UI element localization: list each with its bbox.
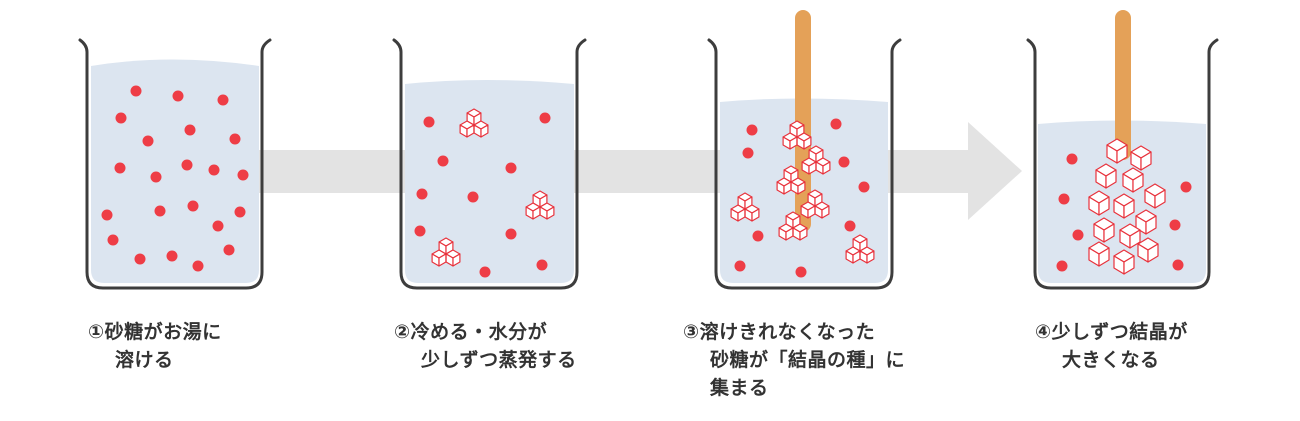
sugar-particles-4 xyxy=(1056,153,1192,272)
step-1-line-1: ①砂糖がお湯に xyxy=(88,321,222,343)
beaker-1 xyxy=(78,38,272,290)
sugar-particles-2 xyxy=(414,112,551,278)
step-4-caption: ④少しずつ結晶が 大きくなる xyxy=(1035,318,1188,374)
beaker-outline-3 xyxy=(707,38,902,290)
process-arrow xyxy=(245,122,1022,220)
wooden-stick-3 xyxy=(795,10,811,232)
beaker-outline-4 xyxy=(1026,38,1219,290)
beaker-4 xyxy=(1026,10,1219,290)
step-3-line-3: 集まる xyxy=(710,377,769,399)
beaker-3 xyxy=(707,10,902,290)
beaker-outline-2 xyxy=(392,38,587,290)
step-3-line-1: ③溶けきれなくなった xyxy=(683,321,876,343)
step-2-line-2: 少しずつ蒸発する xyxy=(421,349,577,371)
step-1-line-2: 溶ける xyxy=(115,349,174,371)
step-2-line-1: ②冷める・水分が xyxy=(394,321,548,343)
step-4-line-1: ④少しずつ結晶が xyxy=(1035,321,1188,343)
step-4-line-2: 大きくなる xyxy=(1062,349,1160,371)
water-2 xyxy=(405,80,574,283)
sugar-particles-3 xyxy=(734,118,870,278)
beaker-2 xyxy=(392,38,587,290)
step-2-caption: ②冷める・水分が 少しずつ蒸発する xyxy=(394,318,577,374)
step-3-caption: ③溶けきれなくなった 砂糖が「結晶の種」に 集まる xyxy=(683,318,905,402)
sugar-particles-1 xyxy=(101,85,249,272)
step-3-line-2: 砂糖が「結晶の種」に xyxy=(710,349,906,371)
beaker-outline-1 xyxy=(78,38,272,290)
step-1-caption: ①砂糖がお湯に 溶ける xyxy=(88,318,222,374)
wooden-stick-4 xyxy=(1115,10,1131,160)
